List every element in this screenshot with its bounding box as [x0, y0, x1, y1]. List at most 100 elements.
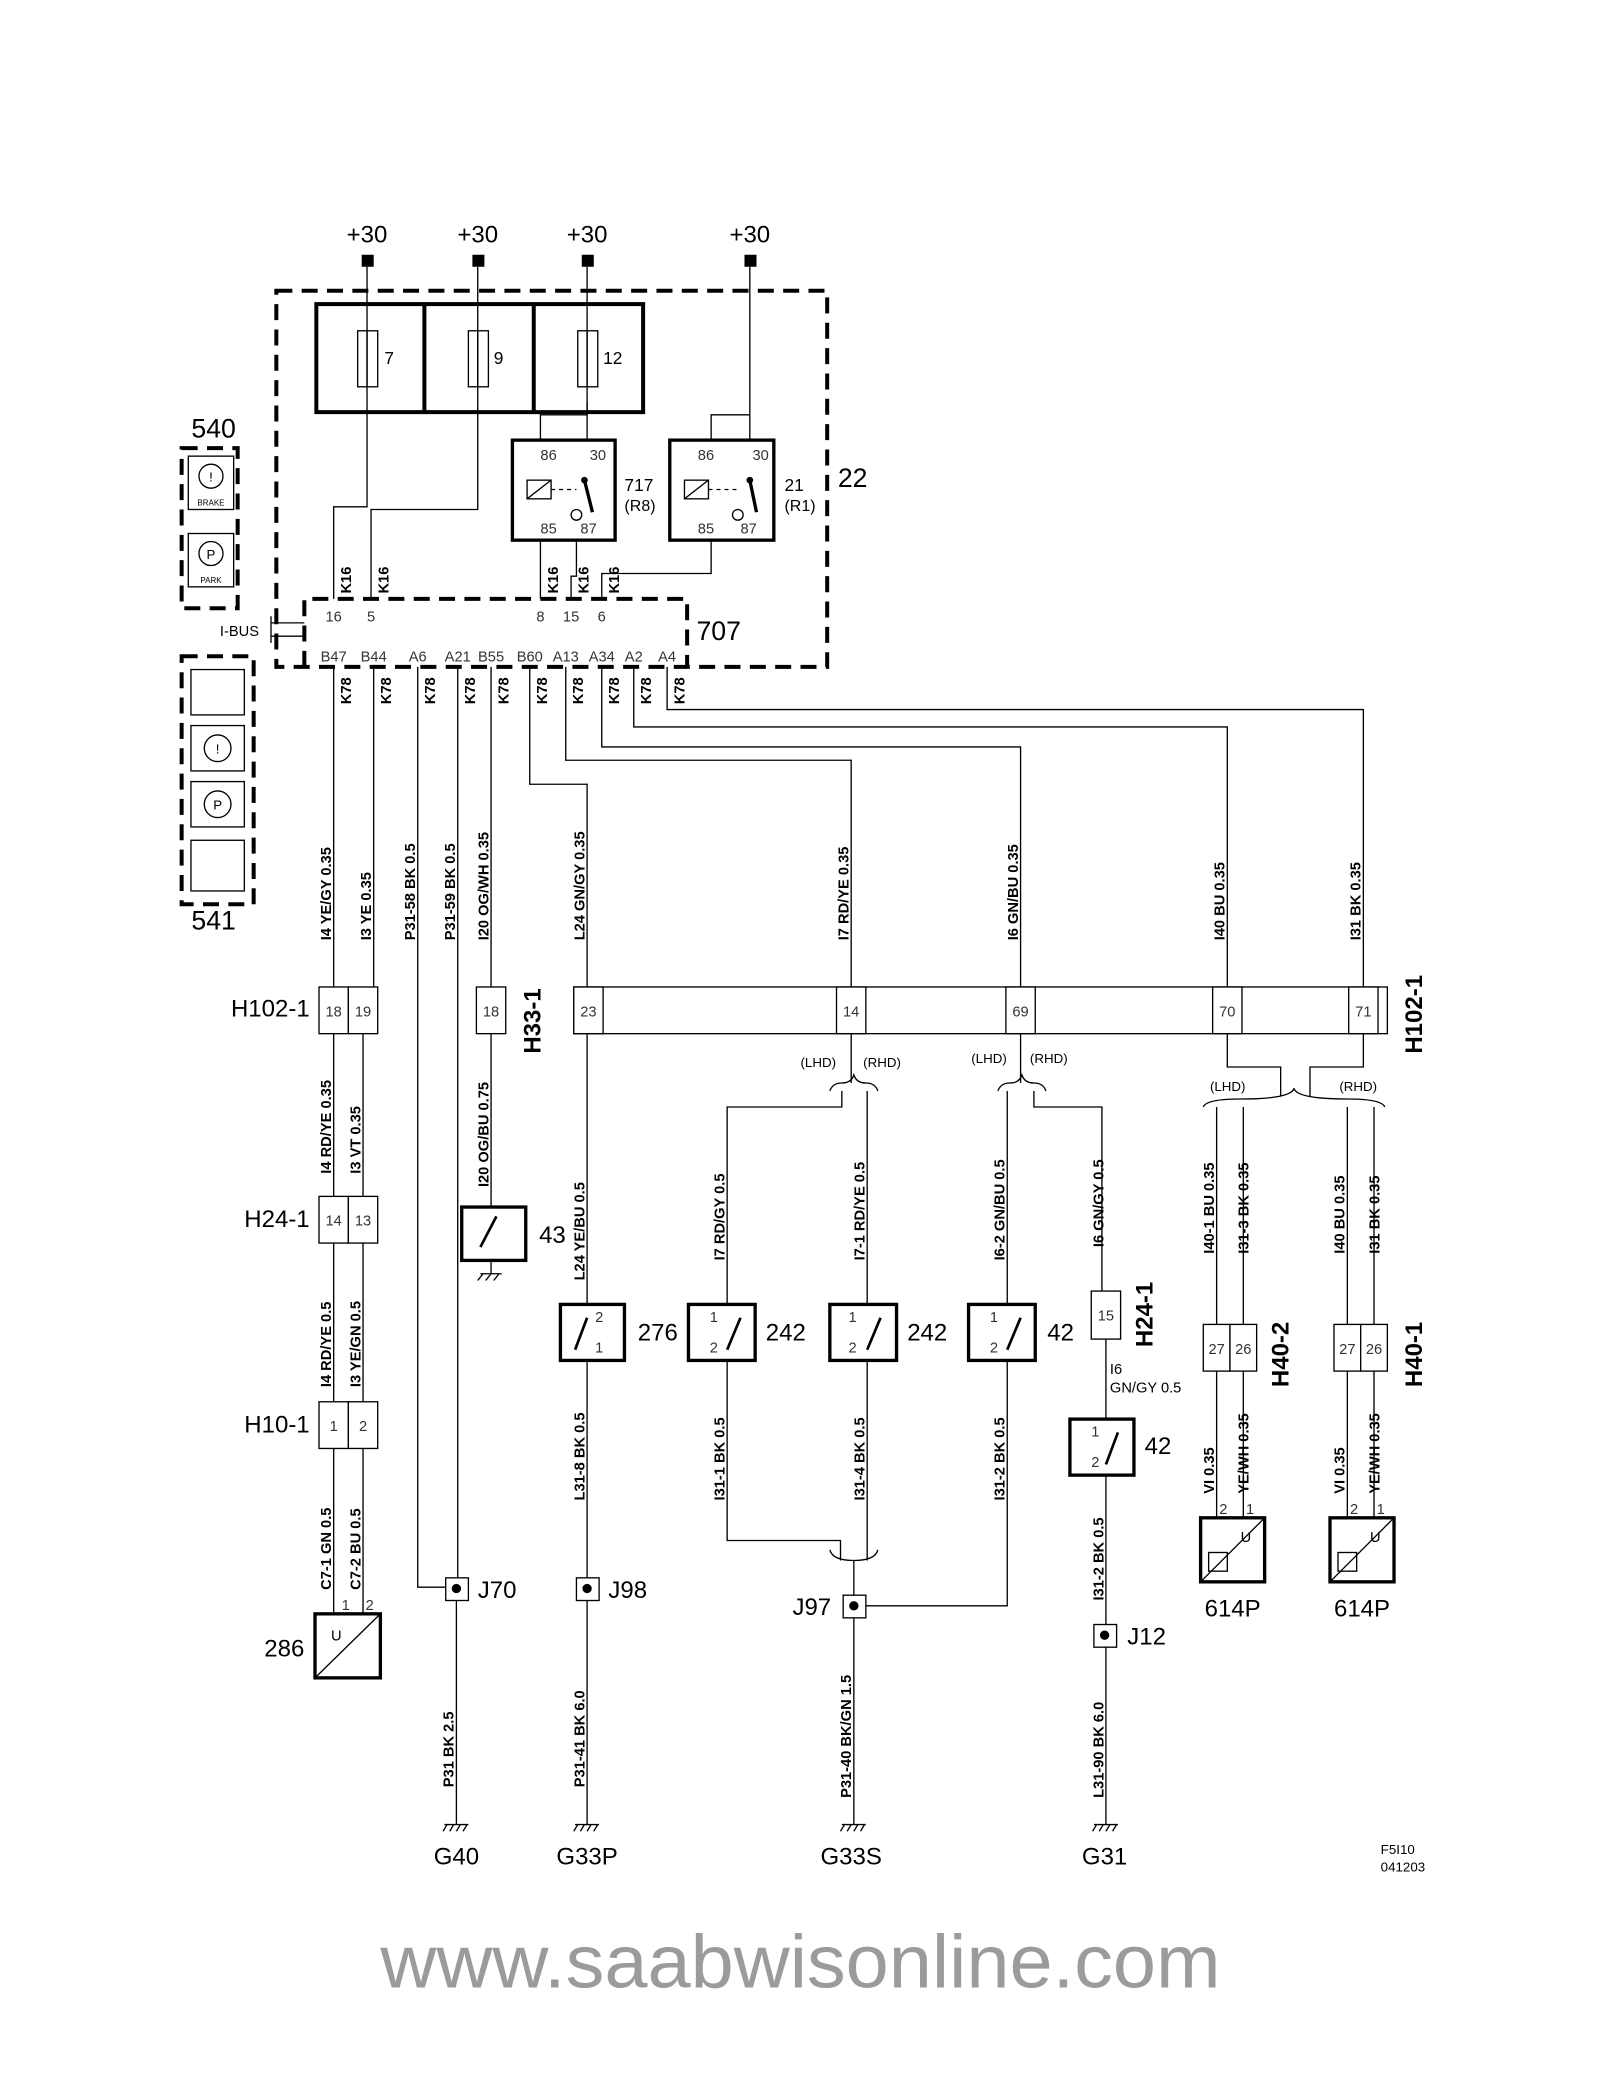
- wire-label: P31-58 BK 0.5: [403, 843, 419, 940]
- rhd-label: (RHD): [1339, 1079, 1377, 1094]
- pin: 2: [1350, 1502, 1358, 1518]
- fuse-label: 9: [494, 348, 504, 368]
- pin: 19: [355, 1004, 371, 1020]
- connector-h10-1: H10-1 1 2: [244, 1401, 379, 1450]
- sensor-u: U: [1241, 1530, 1252, 1546]
- relay-pin: 85: [698, 522, 714, 538]
- terminal-square: [472, 254, 485, 267]
- switch-242-lhd: 1 2 242: [686, 1302, 806, 1363]
- wire-label: I31-4 BK 0.5: [853, 1417, 869, 1500]
- supply-label: +30: [567, 222, 608, 249]
- ground-id: G31: [1082, 1844, 1127, 1871]
- wire-label: K16: [546, 567, 562, 594]
- fuse-block: [314, 302, 646, 415]
- grid-icon: [1207, 1551, 1228, 1572]
- terminal-square: [361, 254, 374, 267]
- wire-label: K78: [379, 677, 395, 704]
- sensor-286: 1 2 U 286: [264, 1598, 383, 1680]
- wire-label: I4 RD/YE 0.5: [319, 1302, 335, 1388]
- wire-label: YE/WH 0.35: [1367, 1413, 1383, 1494]
- car-lock-icon: [190, 839, 245, 892]
- ground-id: G40: [434, 1844, 479, 1871]
- brake-label: BRAKE: [197, 498, 224, 507]
- pin: 2: [359, 1419, 367, 1435]
- relay-pin: 85: [540, 522, 556, 538]
- lhd-label: (LHD): [1210, 1079, 1246, 1094]
- bus-label: I-BUS: [220, 624, 259, 640]
- wire-label: K16: [576, 567, 592, 594]
- pin: 2: [710, 1340, 718, 1356]
- connector-id: H10-1: [244, 1411, 309, 1438]
- terminal-square: [744, 254, 757, 267]
- wire-label: P31 BK 2.5: [442, 1711, 458, 1787]
- component-id: 286: [264, 1636, 304, 1663]
- module-pin: 15: [563, 610, 579, 626]
- pin: 23: [580, 1004, 596, 1020]
- pin: 2: [1219, 1502, 1227, 1518]
- connector-id: H40-1: [1401, 1322, 1428, 1387]
- component-id: 540: [191, 413, 235, 443]
- pin: 18: [483, 1004, 499, 1020]
- module-pin: B47: [321, 650, 347, 666]
- connector-id: H102-1: [231, 995, 310, 1022]
- component-id: 42: [1145, 1433, 1172, 1460]
- fluid-level-icon: [190, 668, 245, 716]
- connector-id: H24-1: [244, 1206, 309, 1233]
- rhd-label: (RHD): [1030, 1051, 1068, 1066]
- pin: 1: [342, 1598, 350, 1614]
- module-pin: A4: [658, 650, 676, 666]
- wire-label: I40 BU 0.35: [1213, 862, 1229, 940]
- fuse-label: 12: [603, 348, 622, 368]
- warning-icon: !: [209, 469, 213, 484]
- connector-id: H40-2: [1268, 1322, 1295, 1387]
- relay-alt: (R8): [624, 498, 655, 515]
- wire-label: I6 GN/GY 0.5: [1091, 1159, 1107, 1247]
- wire-label: I4 YE/GY 0.35: [319, 847, 335, 940]
- pin: 2: [366, 1598, 374, 1614]
- wire-label: I6: [1110, 1362, 1122, 1378]
- fusebox-id: 22: [838, 463, 868, 493]
- wire-label: K16: [339, 567, 355, 594]
- wire-label: I3 VT 0.35: [348, 1106, 364, 1174]
- splice-id: J12: [1127, 1624, 1166, 1651]
- relay-pin: 87: [580, 522, 596, 538]
- pin: 27: [1208, 1342, 1224, 1358]
- lhd-label: (LHD): [801, 1055, 837, 1070]
- wire-label: I40 BU 0.35: [1333, 1176, 1349, 1254]
- switch-242-rhd: 1 2 242: [828, 1302, 947, 1363]
- rhd-label: (RHD): [863, 1055, 901, 1070]
- wire-label: I31-2 BK 0.5: [993, 1417, 1009, 1500]
- figure-date: 041203: [1381, 1859, 1425, 1874]
- connector-id: H33-1: [519, 988, 546, 1053]
- sensor-u: U: [331, 1629, 342, 1645]
- pin: 26: [1235, 1342, 1251, 1358]
- wire-label: I7 RD/YE 0.35: [837, 847, 853, 941]
- wire-label: P31-40 BK/GN 1.5: [839, 1675, 855, 1798]
- pin: 18: [326, 1004, 342, 1020]
- instrument-540: 540 ! BRAKE P PARK: [179, 413, 240, 611]
- wire-label: K16: [607, 567, 623, 594]
- switch-42-rhd: 1 2 42: [1068, 1417, 1172, 1477]
- wire-label: K78: [639, 677, 655, 704]
- relay-21: 86 30 85 87 21 (R1): [668, 438, 816, 542]
- grounds: G40 G33P G33S G31: [434, 1823, 1127, 1871]
- grid-icon: [1337, 1551, 1358, 1572]
- wire-label: I31 BK 0.35: [1367, 1176, 1383, 1254]
- watermark: www.saabwisonline.com: [379, 1919, 1220, 2003]
- warning-icon: !: [216, 742, 220, 757]
- connector-h40-1: 27 26 H40-1: [1333, 1322, 1428, 1387]
- fuses: 7 9 12: [357, 330, 622, 388]
- connector-h24-1: H24-1 14 13: [244, 1195, 379, 1244]
- wire-label: I6 GN/BU 0.35: [1006, 844, 1022, 940]
- pin: 1: [595, 1340, 603, 1356]
- pin: 27: [1339, 1342, 1355, 1358]
- pin: 13: [355, 1214, 371, 1230]
- module-pin: B44: [361, 650, 387, 666]
- wire-label: L31-8 BK 0.5: [572, 1412, 588, 1500]
- connector-h102-1: H102-1 18 19 18 23 14 69 70 71 H33-1 H10…: [231, 975, 1428, 1054]
- park-label: PARK: [200, 576, 222, 585]
- pin: 1: [330, 1419, 338, 1435]
- pin: 1: [1246, 1502, 1254, 1518]
- wire-label: K78: [607, 677, 623, 704]
